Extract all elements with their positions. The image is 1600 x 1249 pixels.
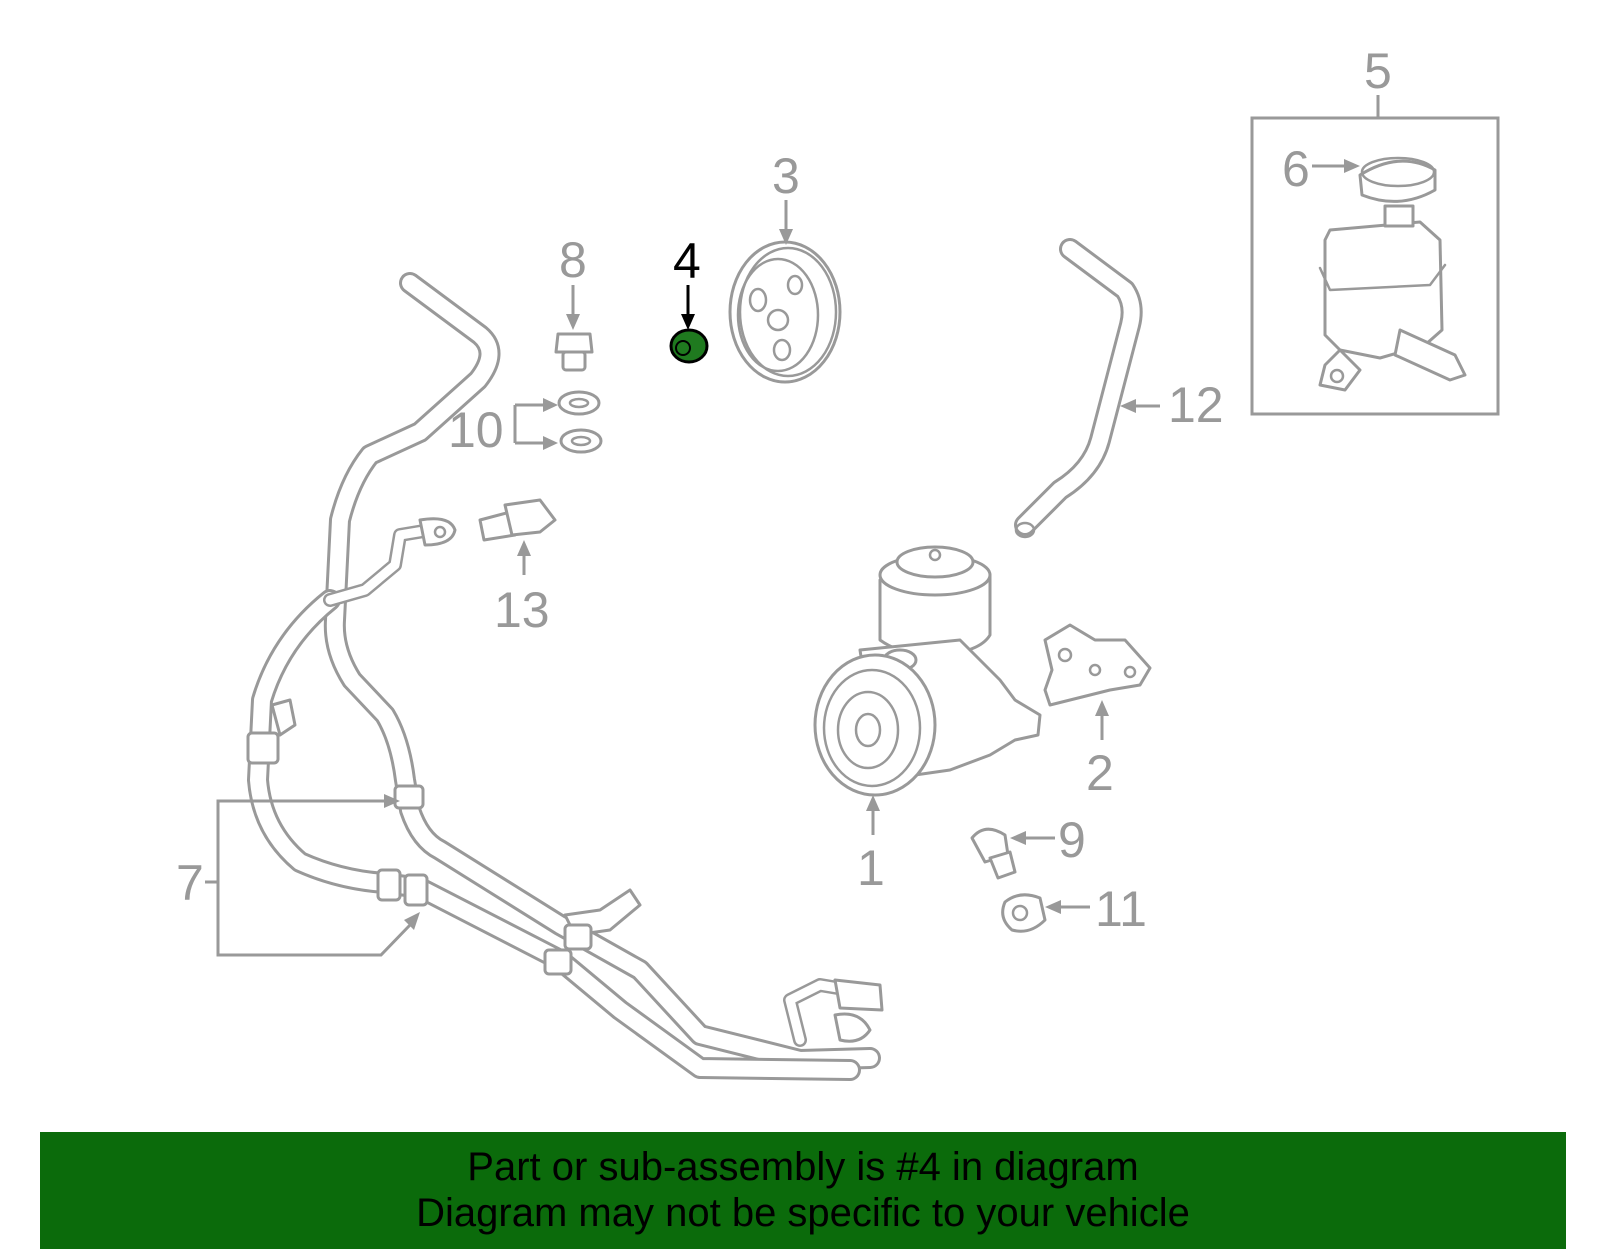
callout-11: 11: [1095, 881, 1147, 937]
return-hose-part-12[interactable]: [1014, 238, 1143, 539]
pulley-part-3[interactable]: [728, 240, 842, 384]
hose-assembly-part-7[interactable]: [246, 272, 884, 1081]
power-steering-pump-part-1[interactable]: [813, 545, 1042, 797]
callout-13: 13: [494, 582, 550, 638]
callout-6: 6: [1282, 141, 1310, 197]
banner-line-2: Diagram may not be specific to your vehi…: [416, 1191, 1190, 1235]
callout-7: 7: [176, 855, 204, 911]
parts-diagram: 1 2 3 4 5 6 7 8 9 10 11 12 13: [176, 43, 1500, 1081]
info-banner: Part or sub-assembly is #4 in diagram Di…: [40, 1132, 1566, 1249]
callout-1: 1: [857, 840, 885, 896]
reservoir-cap-part-6[interactable]: [1358, 156, 1437, 203]
nut-part-4[interactable]: [669, 328, 709, 364]
callout-numbers: 1 2 3 4 5 6 7 8 9 10 11 12 13: [176, 43, 1392, 937]
callout-5: 5: [1364, 43, 1392, 99]
washers-part-10[interactable]: [557, 390, 603, 454]
bracket-part-2[interactable]: [1043, 623, 1152, 707]
callout-2: 2: [1086, 745, 1114, 801]
clamp-part-11[interactable]: [1001, 893, 1047, 933]
leader-lines: [205, 95, 1380, 957]
reservoir-assembly-part-5[interactable]: [1250, 116, 1500, 416]
bolt-part-9[interactable]: [970, 827, 1017, 880]
callout-12: 12: [1168, 377, 1224, 433]
callout-8: 8: [559, 232, 587, 288]
callout-10: 10: [448, 402, 504, 458]
callout-4: 4: [673, 233, 701, 289]
callout-9: 9: [1058, 812, 1086, 868]
bolt-part-8[interactable]: [554, 332, 594, 372]
callout-3: 3: [772, 148, 800, 204]
fitting-part-13[interactable]: [478, 498, 557, 542]
banner-line-1: Part or sub-assembly is #4 in diagram: [467, 1145, 1139, 1189]
